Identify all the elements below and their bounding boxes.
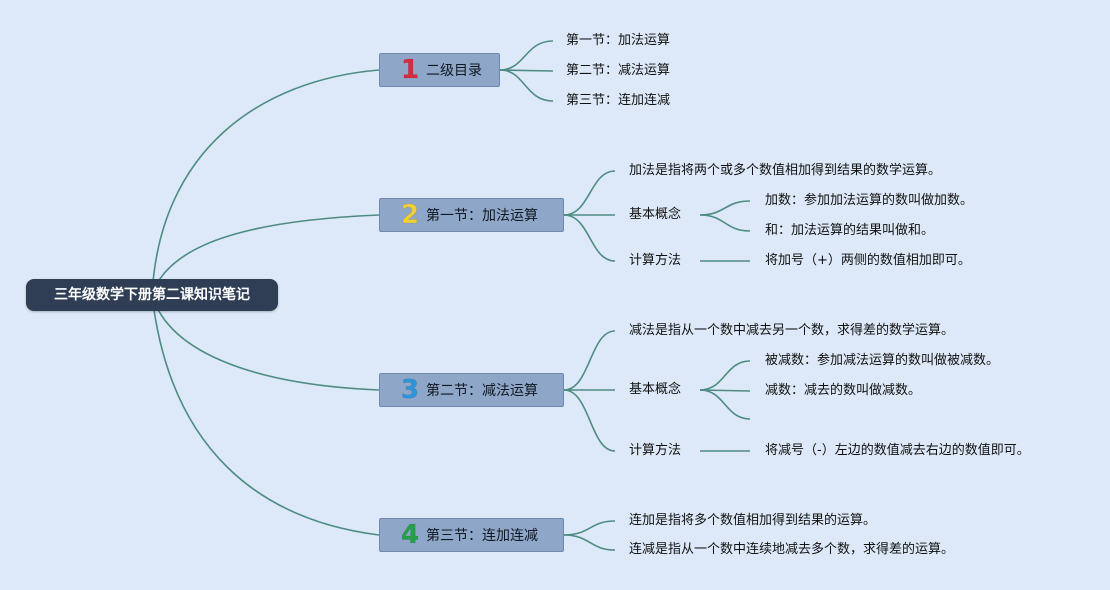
branch-2-label: 第一节：加法运算 bbox=[426, 208, 538, 224]
connector-b3-c3 bbox=[699, 389, 751, 420]
root-topic[interactable]: 三年级数学下册第二课知识笔记 bbox=[26, 279, 278, 311]
b3-concept-1[interactable]: 被减数：参加减法运算的数叫做被减数。 bbox=[765, 353, 1000, 368]
connector-b1-c1 bbox=[499, 40, 554, 71]
b2-method[interactable]: 将加号（+）两侧的数值相加即可。 bbox=[765, 253, 971, 268]
branch-1-label: 二级目录 bbox=[426, 63, 482, 79]
number-3-icon: 3 bbox=[400, 375, 420, 406]
connector-root-b4 bbox=[151, 294, 380, 536]
branch-2[interactable]: 2 第一节：加法运算 bbox=[379, 198, 564, 232]
branch-3-label: 第二节：减法运算 bbox=[426, 383, 538, 399]
connector-b2-c1 bbox=[699, 200, 751, 216]
connector-b1-c2 bbox=[499, 69, 554, 72]
branch-3[interactable]: 3 第二节：减法运算 bbox=[379, 373, 564, 407]
connector-b3-c1 bbox=[699, 360, 751, 391]
connector-b1-c3 bbox=[499, 69, 554, 102]
b3-method-label[interactable]: 计算方法 bbox=[629, 443, 682, 458]
branch-4[interactable]: 4 第三节：连加连减 bbox=[379, 518, 564, 552]
b3-definition[interactable]: 减法是指从一个数中减去另一个数，求得差的数学运算。 bbox=[629, 323, 955, 338]
b4-child-2[interactable]: 连减是指从一个数中连续地减去多个数，求得差的运算。 bbox=[629, 542, 955, 557]
b1-child-1[interactable]: 第一节：加法运算 bbox=[566, 33, 671, 48]
number-2-icon: 2 bbox=[400, 200, 420, 231]
b2-concept-2[interactable]: 和：加法运算的结果叫做和。 bbox=[765, 223, 935, 238]
connector-b3-def bbox=[563, 330, 616, 391]
branch-1[interactable]: 1 二级目录 bbox=[379, 53, 500, 87]
b2-concept-label[interactable]: 基本概念 bbox=[629, 207, 682, 222]
b3-concept-label[interactable]: 基本概念 bbox=[629, 382, 682, 397]
connector-b3-c2 bbox=[699, 389, 751, 392]
b3-concept-2[interactable]: 减数：减去的数叫做减数。 bbox=[765, 383, 922, 398]
connector-b3-method bbox=[563, 389, 616, 452]
connector-root-b3 bbox=[151, 294, 380, 391]
connector-b2-c2 bbox=[699, 214, 751, 232]
connector-b2-method bbox=[563, 214, 616, 262]
b2-method-label[interactable]: 计算方法 bbox=[629, 253, 682, 268]
connector-root-b1 bbox=[151, 69, 380, 296]
connector-b2-def bbox=[563, 170, 616, 216]
b2-concept-1[interactable]: 加数：参加加法运算的数叫做加数。 bbox=[765, 193, 974, 208]
connector-b4-c2 bbox=[563, 534, 616, 551]
b4-child-1[interactable]: 连加是指将多个数值相加得到结果的运算。 bbox=[629, 513, 877, 528]
b3-method[interactable]: 将减号（-）左边的数值减去右边的数值即可。 bbox=[765, 443, 1030, 458]
b2-definition[interactable]: 加法是指将两个或多个数值相加得到结果的数学运算。 bbox=[629, 163, 942, 178]
number-1-icon: 1 bbox=[400, 55, 420, 86]
connector-b4-c1 bbox=[563, 520, 616, 536]
connector-root-b2 bbox=[151, 214, 380, 296]
number-4-icon: 4 bbox=[400, 520, 420, 551]
b1-child-2[interactable]: 第二节：减法运算 bbox=[566, 63, 671, 78]
branch-4-label: 第三节：连加连减 bbox=[426, 528, 538, 544]
b1-child-3[interactable]: 第三节：连加连减 bbox=[566, 93, 671, 108]
